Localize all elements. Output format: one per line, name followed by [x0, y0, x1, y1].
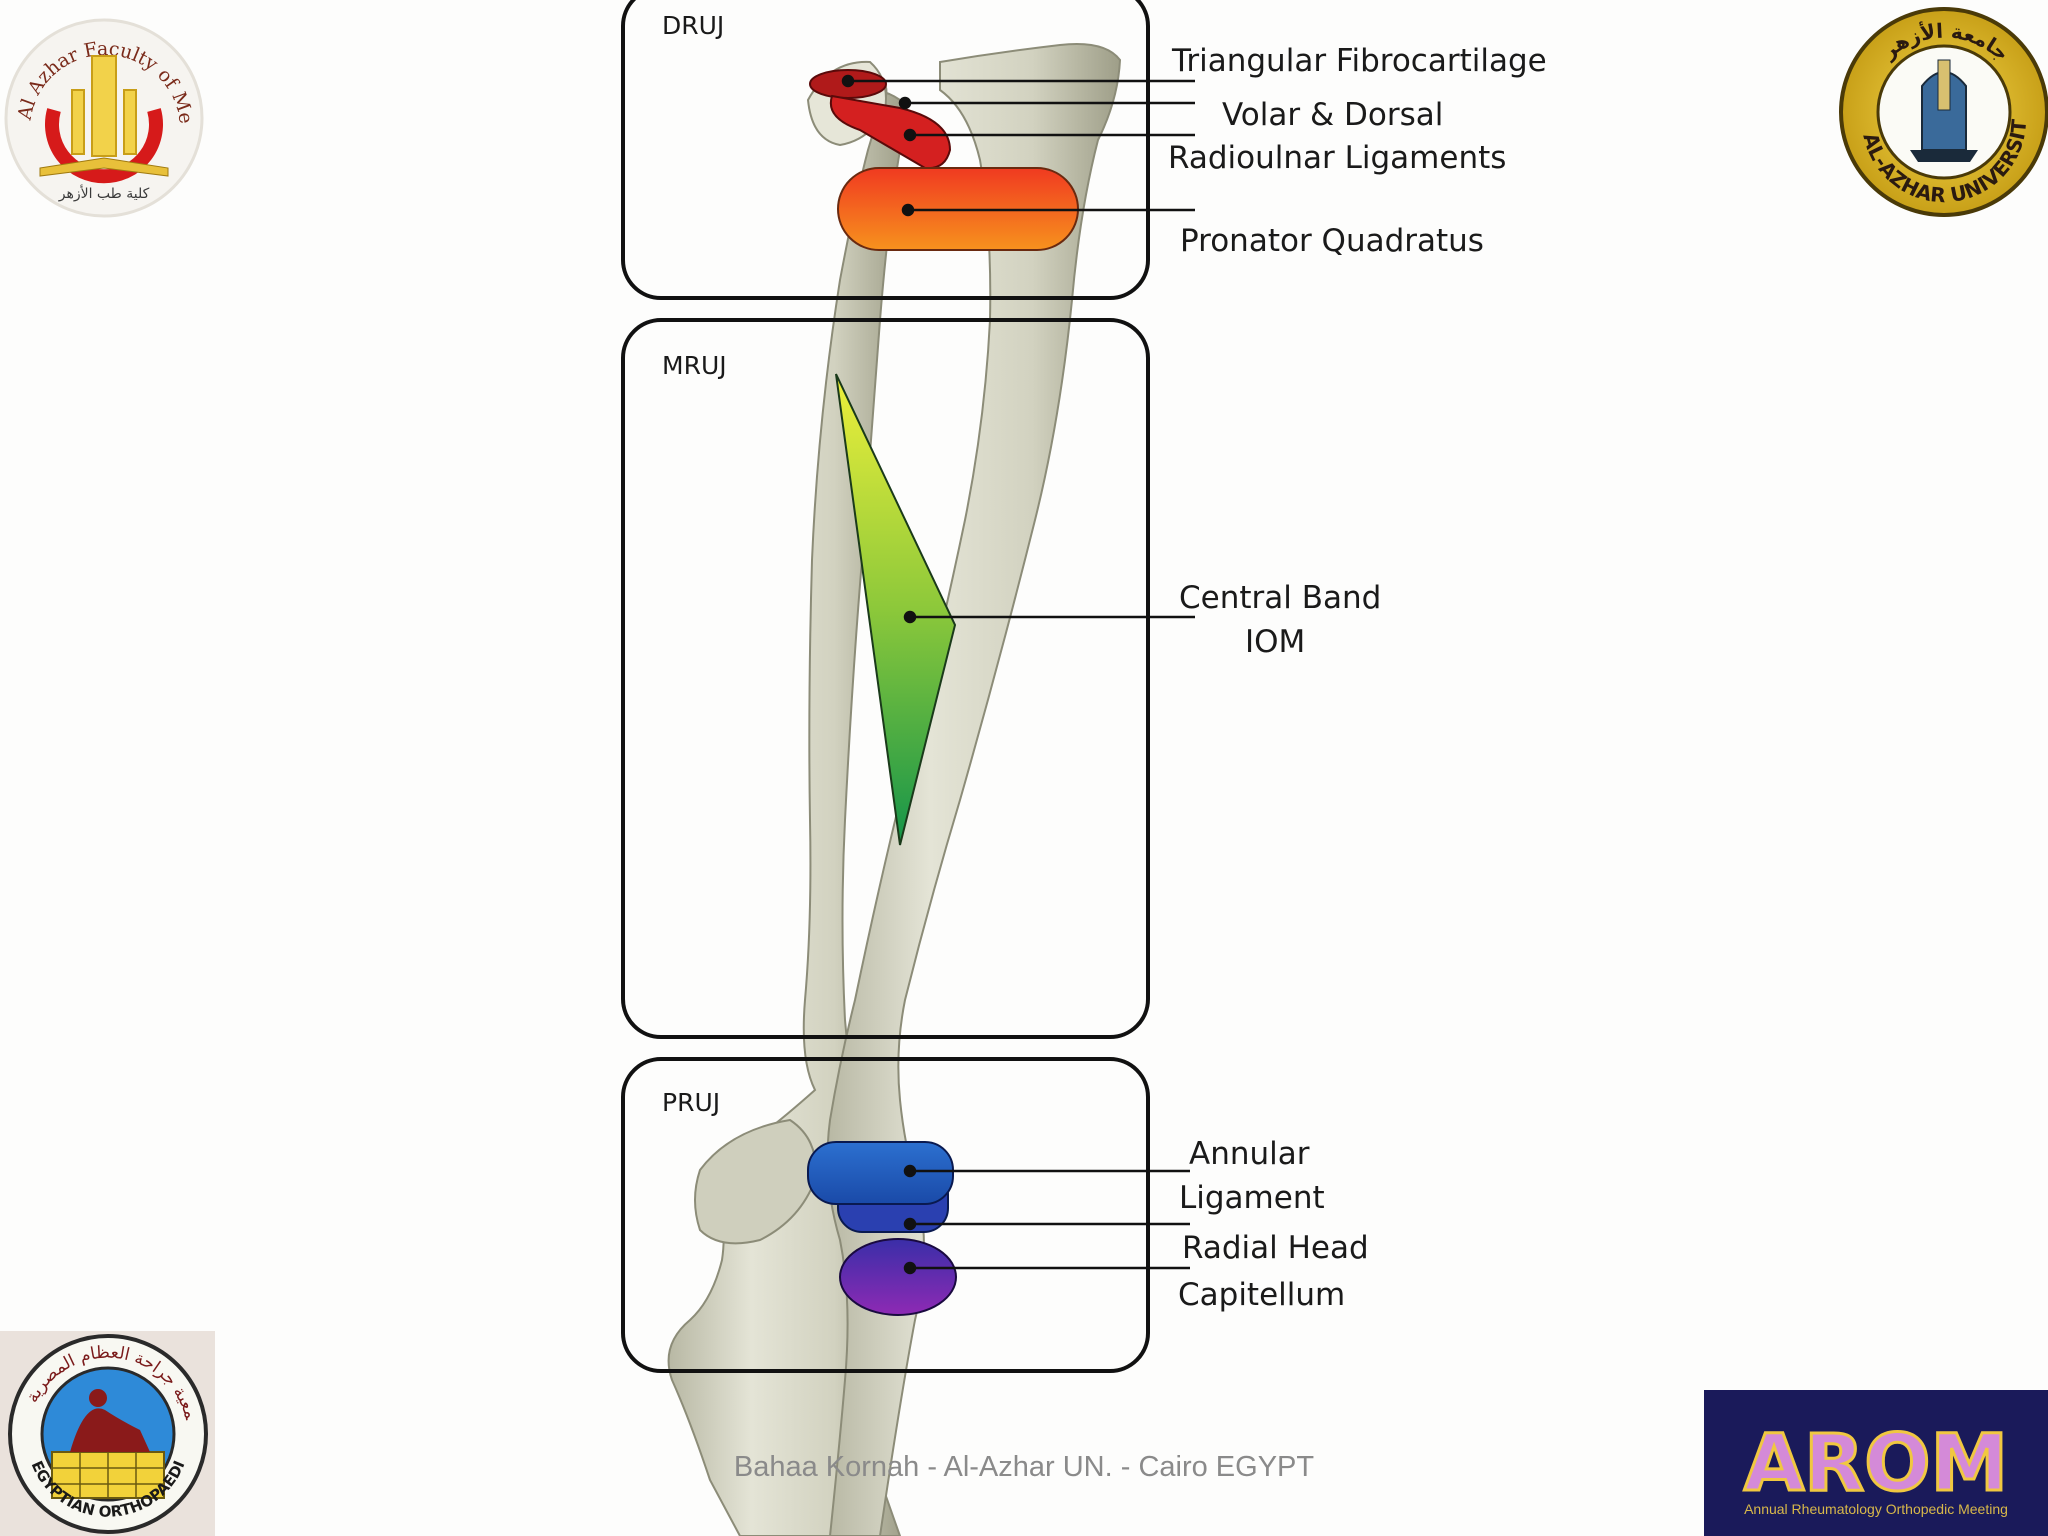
arom-logo-text: AROM — [1744, 1419, 2008, 1509]
tfcc-dot — [841, 74, 855, 88]
pronator-dot — [901, 203, 915, 217]
label-capitellum: Capitellum — [1178, 1277, 1345, 1313]
druj-box — [621, 0, 1150, 300]
footer-credit: Bahaa Kornah - Al-Azhar UN. - Cairo EGYP… — [734, 1451, 1315, 1483]
arom-subtitle: Annual Rheumatology Orthopedic Meeting — [1744, 1501, 2008, 1517]
label-radial-head: Radial Head — [1182, 1230, 1369, 1266]
label-central-band: Central Band — [1179, 580, 1381, 616]
capitellum-structure — [839, 1238, 957, 1316]
druj-label: DRUJ — [662, 11, 724, 40]
egyptian-ortho-text: EGYPTIAN ORTHOPAEDIC ASSOCIATION — [0, 0, 189, 1521]
egyptian-ortho-logo: EGYPTIAN ORTHOPAEDIC ASSOCIATION جمعية ج… — [0, 0, 215, 1536]
faculty-arabic-text: كلية طب الأزهر — [58, 184, 150, 202]
label-iom: IOM — [1245, 624, 1305, 660]
label-pronator-quadratus: Pronator Quadratus — [1180, 223, 1484, 259]
iom-dot — [903, 610, 917, 624]
pruj-label: PRUJ — [662, 1088, 720, 1117]
radioulnar-ligament-structure — [829, 94, 952, 170]
label-ligament: Ligament — [1179, 1180, 1325, 1216]
annular-ligament-structure — [807, 1141, 954, 1205]
leader-lines — [841, 74, 1195, 1275]
label-volar-dorsal: Volar & Dorsal — [1222, 97, 1443, 133]
arom-logo: AROM Annual Rheumatology Orthopedic Meet… — [1704, 1390, 2048, 1536]
pruj-box — [621, 1057, 1150, 1373]
radial-head-dot — [903, 1217, 917, 1231]
distal-humerus — [694, 1118, 817, 1245]
annular-dot — [903, 1164, 917, 1178]
capitellum-dot — [903, 1261, 917, 1275]
mruj-label: MRUJ — [662, 351, 727, 380]
iom-central-band-structure — [835, 373, 957, 846]
mruj-box — [621, 318, 1150, 1039]
volar-dorsal-dot-1 — [898, 96, 912, 110]
volar-dorsal-dot-2 — [903, 128, 917, 142]
label-triangular-fibrocartilage: Triangular Fibrocartilage — [1171, 43, 1547, 79]
faculty-logo: Al Azhar Faculty of Medicine كلية طب الأ… — [0, 0, 204, 218]
label-annular: Annular — [1189, 1136, 1310, 1172]
label-radioulnar-ligaments: Radioulnar Ligaments — [1168, 140, 1506, 176]
